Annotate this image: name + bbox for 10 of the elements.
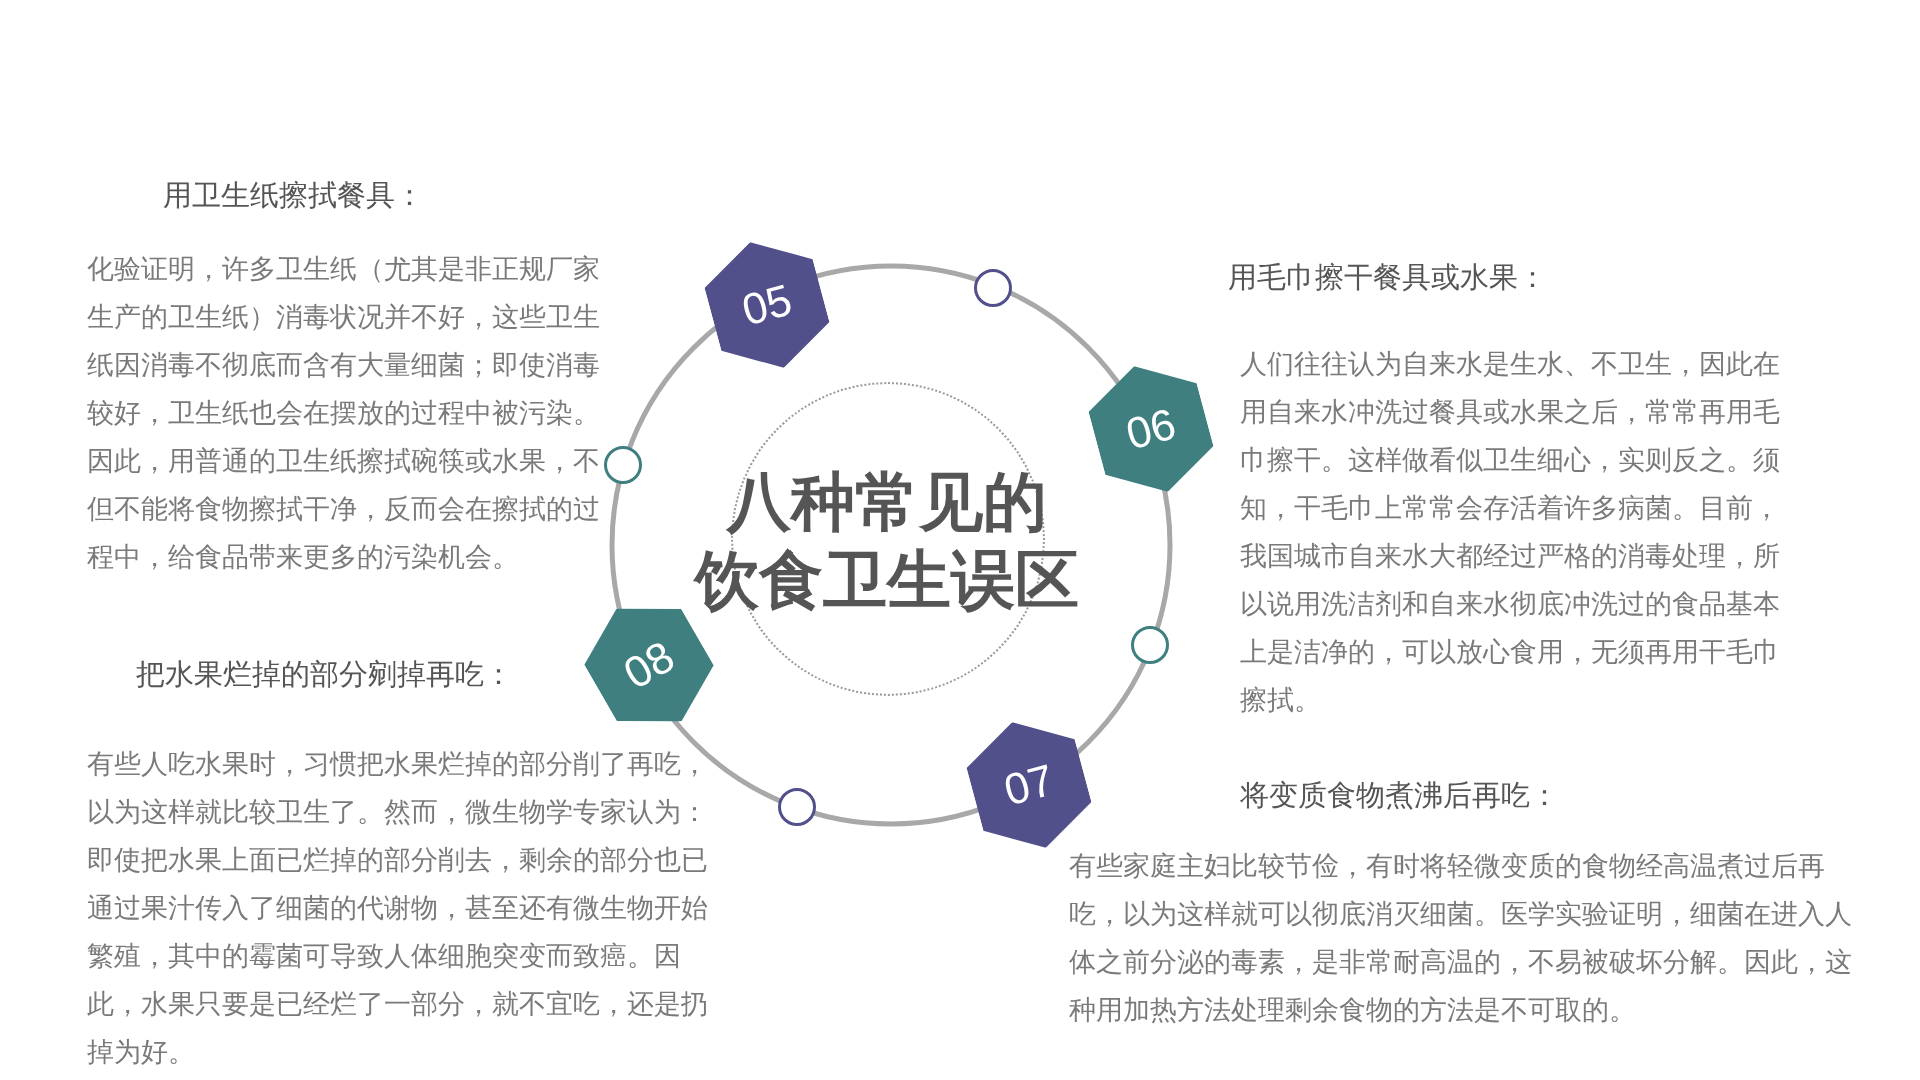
heading: 用卫生纸擦拭餐具：: [163, 178, 424, 213]
ring-dot: [974, 269, 1012, 307]
ring-dot: [1131, 626, 1169, 664]
heading: 把水果烂掉的部分剜掉再吃：: [136, 657, 513, 692]
heading: 用毛巾擦干餐具或水果：: [1228, 260, 1547, 295]
paragraph: 化验证明，许多卫生纸（尤其是非正规厂家生产的卫生纸）消毒状况并不好，这些卫生纸因消毒不彻底而含有大量细菌；即使消毒较好，卫生纸也会在摆放的过程中被污染。因此，用普通的卫生纸擦拭碗筷或水果，不但不能将食物擦拭干净，反而会在擦拭的过程中，给食品带来更多的污染机会。: [87, 253, 601, 574]
paragraph: 人们往往认为自来水是生水、不卫生，因此在用自来水冲洗过餐具或水果之后，常常再用毛巾擦干。这样做看似卫生细心，实则反之。须知，干毛巾上常常会存活着许多病菌。目前，我国城市自来水大都经过严格的消毒处理，所以说用洗洁剂和自来水彻底冲洗过的食品基本上是洁净的，可以放心食用，无须再用干毛巾擦拭。: [1240, 348, 1781, 717]
heading: 将变质食物煮沸后再吃：: [1240, 778, 1559, 813]
ring-dot: [778, 788, 816, 826]
ring-dot: [604, 446, 642, 484]
